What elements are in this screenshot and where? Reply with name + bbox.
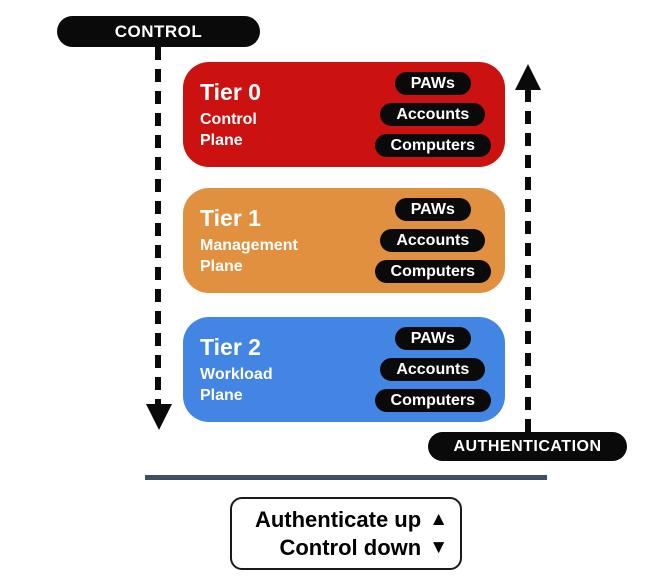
tier-2-pill-paws: PAWs [394,327,471,350]
legend-box: Authenticate up ▲ Control down ▼ [230,497,462,570]
baseline-divider [145,475,547,480]
tier-1-pill-accounts: Accounts [380,229,486,252]
legend-control-down-label: Control down [279,534,422,560]
tier-0-asset-pills: PAWs Accounts Computers [374,62,491,167]
tier-2-title: Tier 2 [200,333,261,360]
tier-1-pill-paws: PAWs [394,198,471,221]
tier-2-asset-pills: PAWs Accounts Computers [374,317,491,422]
legend-control-down-row: Control down ▼ [279,534,448,562]
control-arrow-dashed-line [155,47,161,404]
control-arrow-down-icon [146,404,172,430]
control-label-pill: CONTROL [57,16,260,47]
tier-2-pill-computers: Computers [374,389,491,412]
tier-0-subtitle-line1: Control [200,110,257,128]
tier-1-subtitle-line2: Plane [200,257,243,275]
authentication-label: AUTHENTICATION [453,437,602,455]
tier-2-pill-accounts: Accounts [380,358,486,381]
down-triangle-icon: ▼ [429,536,448,558]
tier-1-subtitle-line1: Management [200,236,298,254]
tier-1-asset-pills: PAWs Accounts Computers [374,188,491,293]
legend-authenticate-up-row: Authenticate up ▲ [255,506,448,534]
tier-0-pill-computers: Computers [374,134,491,157]
tier-0-box: Tier 0 Control Plane PAWs Accounts Compu… [183,62,505,167]
tier-0-text: Tier 0 Control Plane [183,62,375,167]
tier-2-subtitle-line1: Workload [200,365,273,383]
tier-1-pill-computers: Computers [374,260,491,283]
control-label: CONTROL [114,21,203,41]
tier-1-box: Tier 1 Management Plane PAWs Accounts Co… [183,188,505,293]
tier-0-subtitle-line2: Plane [200,131,243,149]
tier-1-title: Tier 1 [200,204,261,231]
tier-1-text: Tier 1 Management Plane [183,188,375,293]
legend-authenticate-up-label: Authenticate up [254,506,422,532]
tier-2-subtitle-line2: Plane [200,386,243,404]
auth-arrow-up-icon [515,64,541,90]
tier-0-pill-paws: PAWs [394,72,471,95]
tier-0-pill-accounts: Accounts [380,103,486,126]
up-triangle-icon: ▲ [429,508,448,530]
auth-arrow-dashed-line [525,90,531,432]
tier-2-text: Tier 2 Workload Plane [183,317,375,422]
authentication-label-pill: AUTHENTICATION [428,432,627,461]
tier-2-box: Tier 2 Workload Plane PAWs Accounts Comp… [183,317,505,422]
tier-0-title: Tier 0 [200,78,261,105]
